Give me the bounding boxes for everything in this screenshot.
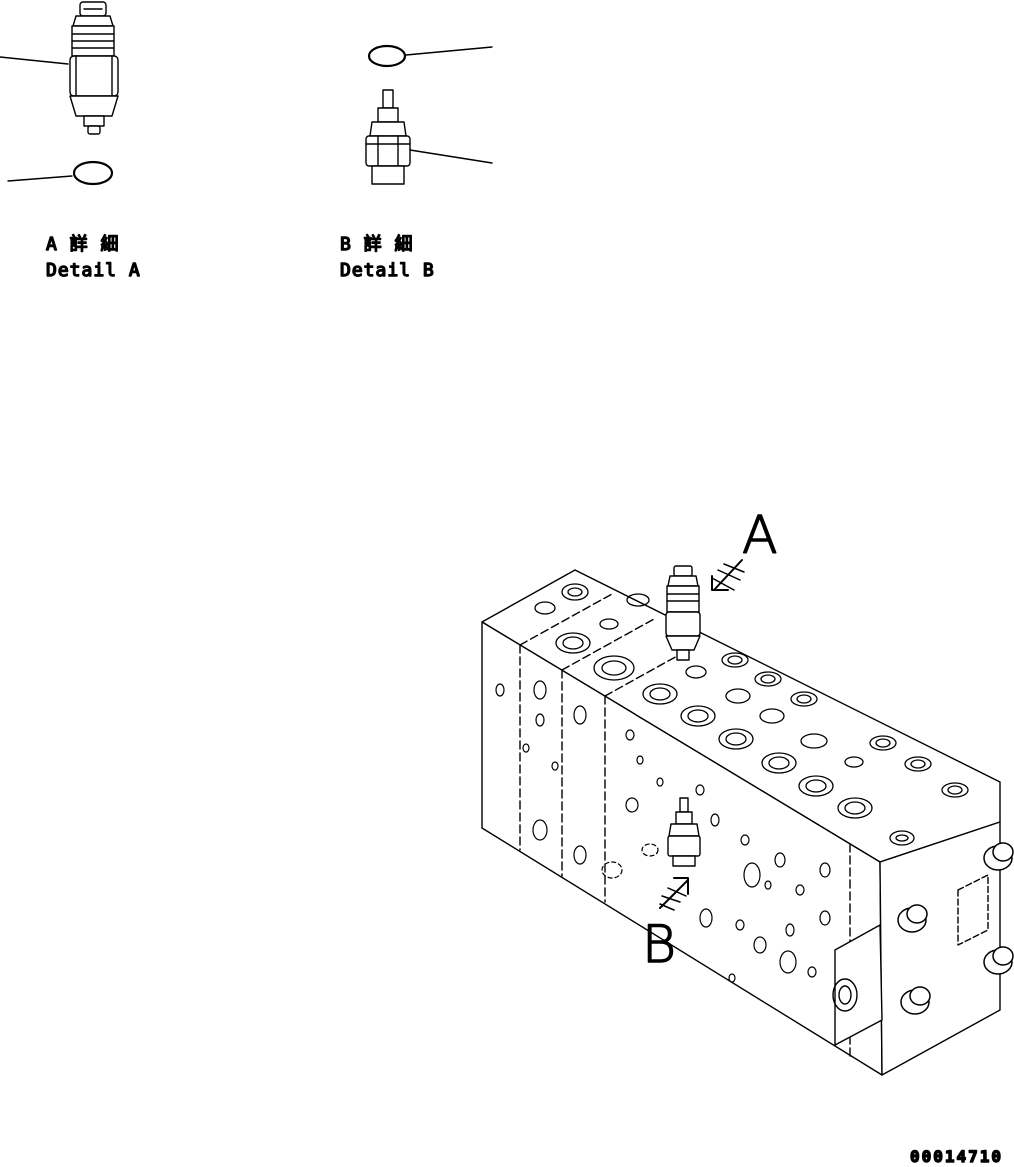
detail-b-title-jp: B 詳 細 — [340, 234, 414, 255]
leader-line — [0, 56, 69, 65]
installed-valve-a[interactable] — [665, 565, 701, 661]
detail-a-title-jp: A 詳 細 — [46, 234, 120, 255]
leader-line — [7, 175, 73, 182]
arrow-b-icon — [659, 877, 689, 911]
callout-b-label: B — [642, 915, 676, 975]
leader-line — [405, 46, 493, 56]
arrow-a-icon — [711, 559, 745, 591]
drawing-number: 00014710 — [910, 1147, 1003, 1166]
installed-valve-b[interactable] — [667, 797, 701, 867]
detail-a-title-en: Detail A — [46, 260, 141, 281]
control-valve-body — [481, 569, 1014, 1076]
detail-a-valve[interactable] — [0, 1, 119, 135]
detail-b-title-en: Detail B — [340, 260, 435, 281]
detail-a-o-ring[interactable] — [7, 160, 114, 186]
detail-b-o-ring[interactable] — [367, 44, 493, 68]
detail-b-valve[interactable] — [365, 89, 493, 185]
leader-line — [409, 149, 493, 164]
callout-a-label: A — [742, 506, 778, 566]
